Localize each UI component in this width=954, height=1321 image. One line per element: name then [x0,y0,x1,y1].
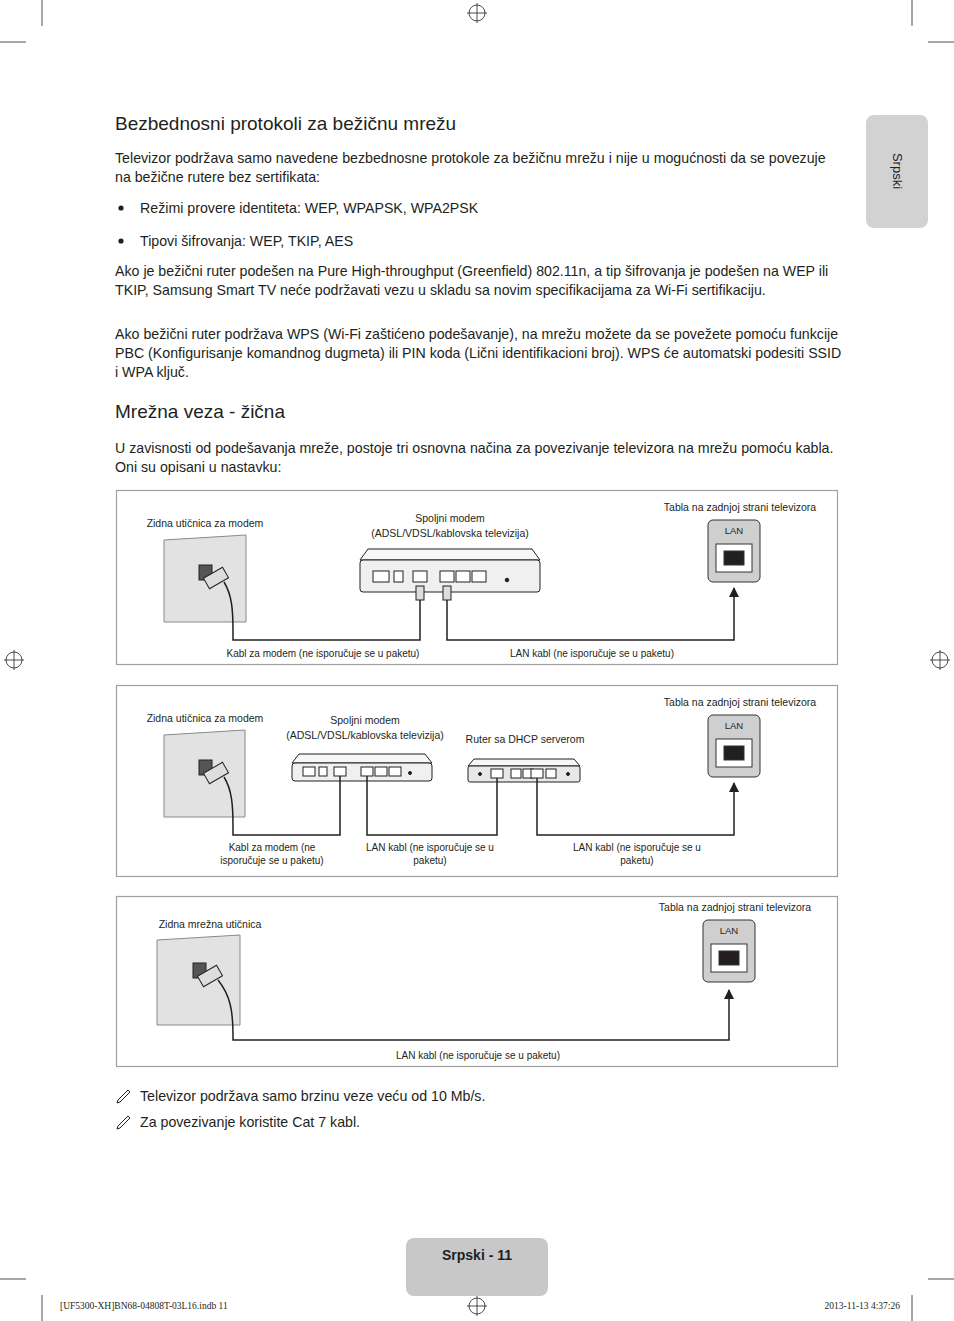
language-tab-label-holder: Srpski [888,131,906,211]
cable-label: LAN kabl (ne isporučuje se u paketu) [364,841,496,867]
wall-socket [157,935,240,1035]
cable-label-holder: LAN kabl (ne isporučuje se u paketu) [364,841,496,867]
page-tab [406,1238,548,1296]
footer-date: 2013-11-13 4:37:26 [760,1300,900,1312]
body-text-holder: Televizor podržava samo navedene bezbedn… [115,149,843,187]
note-text-holder: Televizor podržava samo brzinu veze veću… [140,1087,840,1106]
port-label: LAN [709,525,759,537]
diagram-frame [117,491,838,1067]
cable-connector [367,787,497,835]
device-label-holder: Zidna utičnica za modem [140,711,270,726]
cable-connector [233,610,420,640]
cable-label-holder: Kabl za modem (ne isporučuje se u paketu… [206,841,338,867]
body-text: Ako je bežični ruter podešen na Pure Hig… [115,262,843,300]
wall-socket [164,535,246,632]
wall-socket [164,730,245,827]
bullet [118,238,123,243]
language-tab-label: Srpski [888,131,906,211]
device-label-holder: Tabla na zadnjoj strani televizora [650,500,830,515]
cable-connector [233,787,340,835]
device-label: Tabla na zadnjoj strani televizora [650,500,830,515]
device-label-holder: Ruter sa DHCP serverom [455,732,595,747]
cable-connector [447,588,734,640]
note-icon [117,1090,130,1129]
footer-file-holder: [UF5300-XH]BN68-04808T-03L16.indb 11 [60,1300,360,1312]
modem-node: Spoljni modem (ADSL/VDSL/kablovska telev… [275,711,455,787]
bullet-text: Režimi provere identiteta: WEP, WPAPSK, … [140,199,840,218]
port-label: LAN [709,720,759,732]
note-text: Televizor podržava samo brzinu veze veću… [140,1087,840,1106]
device-label-holder: Spoljni modem (ADSL/VDSL/kablovska telev… [280,713,450,743]
device-label: Spoljni modem (ADSL/VDSL/kablovska telev… [365,511,535,541]
note-text-holder: Za povezivanje koristite Cat 7 kabl. [140,1113,840,1132]
port-label-holder: LAN [704,925,754,937]
cable-connector [537,783,734,835]
body-text: Televizor podržava samo navedene bezbedn… [115,149,843,187]
body-text-holder: U zavisnosti od podešavanja mreže, posto… [115,439,843,477]
modem [292,754,432,787]
device-label: Spoljni modem (ADSL/VDSL/kablovska telev… [280,713,450,743]
section-heading: Mrežna veza - žična [115,400,855,424]
cable-label: Kabl za modem (ne isporučuje se u paketu… [193,647,453,660]
tv-panel-node: Tabla na zadnjoj strani televizoraLAN [650,693,830,783]
device-label-holder: Tabla na zadnjoj strani televizora [650,695,830,710]
modem [360,549,540,610]
cable-label: LAN kabl (ne isporučuje se u paketu) [462,647,722,660]
cable-label-holder: LAN kabl (ne isporučuje se u paketu) [328,1049,628,1062]
modem-node: Spoljni modem (ADSL/VDSL/kablovska telev… [355,509,545,610]
cable-label: LAN kabl (ne isporučuje se u paketu) [328,1049,628,1062]
tv-panel-node: Tabla na zadnjoj strani televizoraLAN [650,498,830,588]
port-label-holder: LAN [709,525,759,537]
bullet-text-holder: Režimi provere identiteta: WEP, WPAPSK, … [140,199,840,218]
body-text-holder: Ako je bežični ruter podešen na Pure Hig… [115,262,843,300]
registration-marks [4,3,950,1316]
footer-file: [UF5300-XH]BN68-04808T-03L16.indb 11 [60,1300,360,1312]
device-label-holder: Zidna utičnica za modem [140,516,270,531]
cable-label-holder: LAN kabl (ne isporučuje se u paketu) [571,841,703,867]
router-node: Ruter sa DHCP serverom [455,730,595,787]
section-heading: Bezbednosni protokoli za bežičnu mrežu [115,112,855,136]
bullet-text-holder: Tipovi šifrovanja: WEP, TKIP, AES [140,232,840,251]
cable-label: Kabl za modem (ne isporučuje se u paketu… [206,841,338,867]
body-text-holder: Ako bežični ruter podržava WPS (Wi-Fi za… [115,325,843,382]
bullet [118,205,123,210]
device-label: Tabla na zadnjoj strani televizora [650,695,830,710]
port-label-holder: LAN [709,720,759,732]
wall-socket-node: Zidna utičnica za modem [140,512,270,632]
section-heading-holder: Mrežna veza - žična [115,400,855,424]
device-label-holder: Zidna mrežna utičnica [140,917,280,932]
cable-connector [233,990,729,1040]
cable-label: LAN kabl (ne isporučuje se u paketu) [571,841,703,867]
device-label: Tabla na zadnjoj strani televizora [645,900,825,915]
bullet-text: Tipovi šifrovanja: WEP, TKIP, AES [140,232,840,251]
device-label-holder: Tabla na zadnjoj strani televizora [645,900,825,915]
footer-date-holder: 2013-11-13 4:37:26 [760,1300,900,1312]
page-number-holder: Srpski - 11 [407,1246,547,1264]
body-text: U zavisnosti od podešavanja mreže, posto… [115,439,843,477]
body-text: Ako bežični ruter podržava WPS (Wi-Fi za… [115,325,843,382]
device-label: Ruter sa DHCP serverom [455,732,595,747]
section-heading-holder: Bezbednosni protokoli za bežičnu mrežu [115,112,855,136]
device-label: Zidna utičnica za modem [140,711,270,726]
note-text: Za povezivanje koristite Cat 7 kabl. [140,1113,840,1132]
port-label: LAN [704,925,754,937]
device-label: Zidna utičnica za modem [140,516,270,531]
wall-socket-node: Zidna utičnica za modem [140,707,270,827]
router [468,759,580,787]
tv-panel-node: Tabla na zadnjoj strani televizoraLAN [645,898,825,990]
wall-socket-node: Zidna mrežna utičnica [140,915,280,1035]
cable-label-holder: LAN kabl (ne isporučuje se u paketu) [462,647,722,660]
cable-label-holder: Kabl za modem (ne isporučuje se u paketu… [193,647,453,660]
language-tab [866,115,928,228]
device-label-holder: Spoljni modem (ADSL/VDSL/kablovska telev… [365,511,535,541]
page-number: Srpski - 11 [407,1246,547,1264]
device-label: Zidna mrežna utičnica [140,917,280,932]
